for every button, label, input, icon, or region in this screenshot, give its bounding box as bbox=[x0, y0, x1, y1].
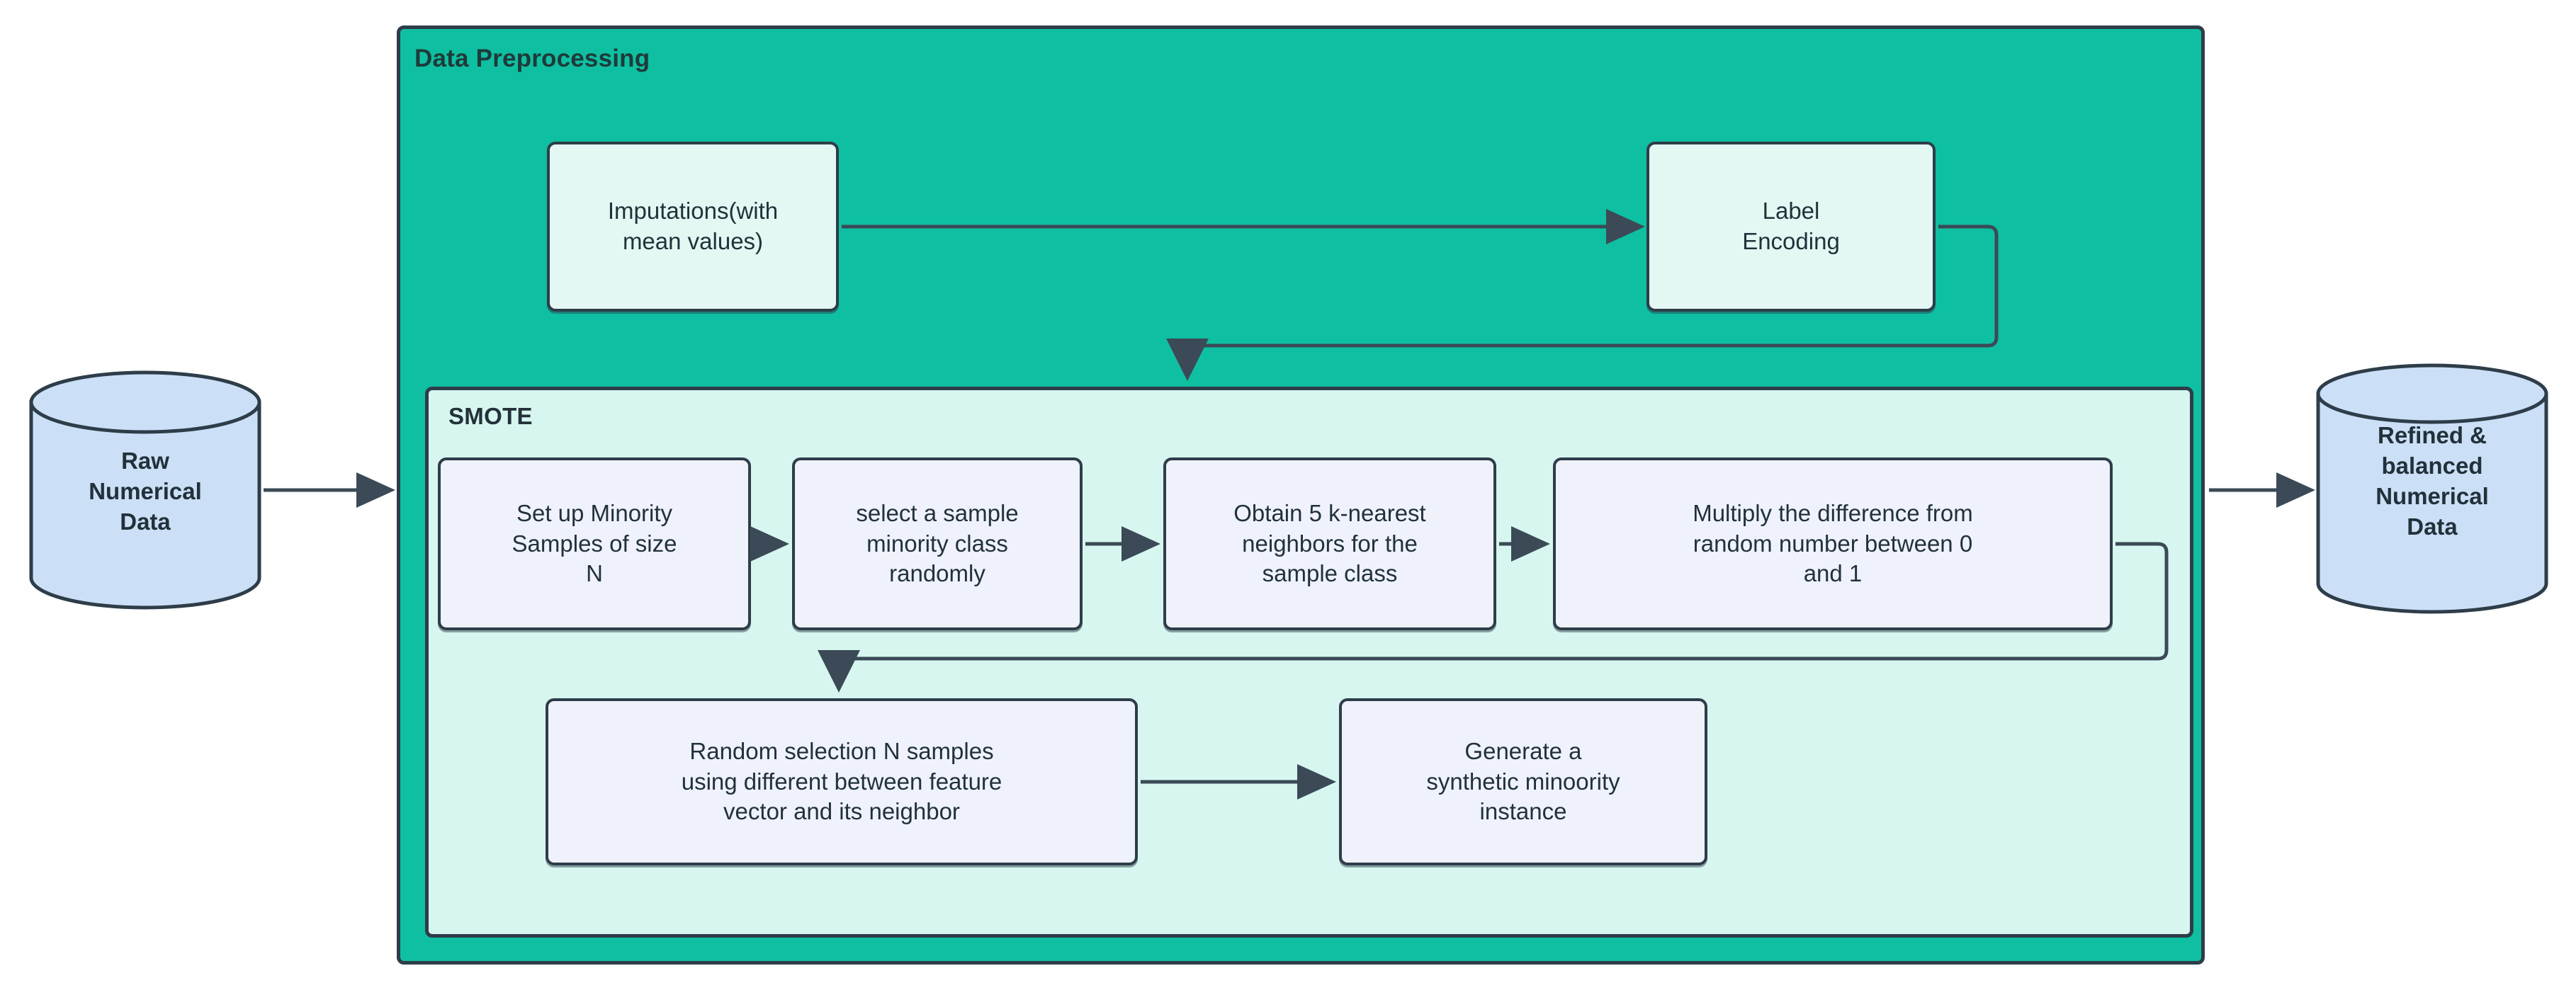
node-line: and 1 bbox=[1803, 560, 1863, 587]
node-line: Samples of size bbox=[512, 530, 677, 557]
setup-minority-samples-text: Set up Minority Samples of size N bbox=[512, 499, 677, 590]
data-preprocessing-label: Data Preprocessing bbox=[414, 45, 650, 72]
node-line: Obtain 5 k-nearest bbox=[1233, 499, 1426, 526]
node-line: instance bbox=[1479, 798, 1567, 825]
generate-synthetic-node[interactable]: Generate a synthetic minoority instance bbox=[1339, 698, 1707, 865]
label-encoding-node[interactable]: Label Encoding bbox=[1646, 142, 1936, 312]
node-line: Encoding bbox=[1742, 228, 1840, 254]
database-cylinder-icon bbox=[2316, 363, 2548, 614]
node-line: minority class bbox=[866, 530, 1008, 557]
node-line: randomly bbox=[889, 560, 985, 587]
node-line: vector and its neighbor bbox=[723, 798, 960, 825]
imputations-text: Imputations(with mean values) bbox=[608, 196, 778, 257]
smote-label: SMOTE bbox=[448, 403, 533, 429]
node-line: synthetic minoority bbox=[1426, 768, 1620, 795]
node-line: select a sample bbox=[856, 499, 1019, 526]
node-line: Multiply the difference from bbox=[1693, 499, 1973, 526]
database-cylinder-icon bbox=[29, 370, 261, 610]
node-line: using different between feature bbox=[681, 768, 1002, 795]
node-line: sample class bbox=[1262, 560, 1398, 587]
select-sample-minority-text: select a sample minority class randomly bbox=[856, 499, 1018, 590]
node-line: Label bbox=[1762, 198, 1820, 224]
refined-balanced-numerical-data-node[interactable]: Refined & balanced Numerical Data bbox=[2315, 363, 2549, 616]
select-sample-minority-node[interactable]: select a sample minority class randomly bbox=[792, 457, 1083, 630]
random-selection-node[interactable]: Random selection N samples using differe… bbox=[546, 698, 1138, 865]
label-encoding-text: Label Encoding bbox=[1742, 196, 1840, 257]
node-line: Generate a bbox=[1464, 737, 1582, 764]
obtain-knn-text: Obtain 5 k-nearest neighbors for the sam… bbox=[1233, 499, 1425, 590]
multiply-difference-text: Multiply the difference from random numb… bbox=[1693, 499, 1973, 590]
node-line: neighbors for the bbox=[1242, 530, 1418, 557]
setup-minority-samples-node[interactable]: Set up Minority Samples of size N bbox=[438, 457, 751, 630]
node-line: Imputations(with bbox=[607, 198, 779, 224]
raw-numerical-data-node[interactable]: Raw Numerical Data bbox=[28, 370, 262, 610]
node-line: N bbox=[586, 560, 603, 587]
obtain-knn-node[interactable]: Obtain 5 k-nearest neighbors for the sam… bbox=[1163, 457, 1496, 630]
generate-synthetic-text: Generate a synthetic minoority instance bbox=[1426, 737, 1620, 828]
node-line: Random selection N samples bbox=[689, 737, 994, 764]
imputations-node[interactable]: Imputations(with mean values) bbox=[547, 142, 839, 312]
node-line: mean values) bbox=[622, 228, 764, 254]
node-line: Set up Minority bbox=[516, 499, 673, 526]
random-selection-text: Random selection N samples using differe… bbox=[682, 737, 1002, 828]
multiply-difference-node[interactable]: Multiply the difference from random numb… bbox=[1553, 457, 2113, 630]
node-line: random number between 0 bbox=[1693, 530, 1973, 557]
